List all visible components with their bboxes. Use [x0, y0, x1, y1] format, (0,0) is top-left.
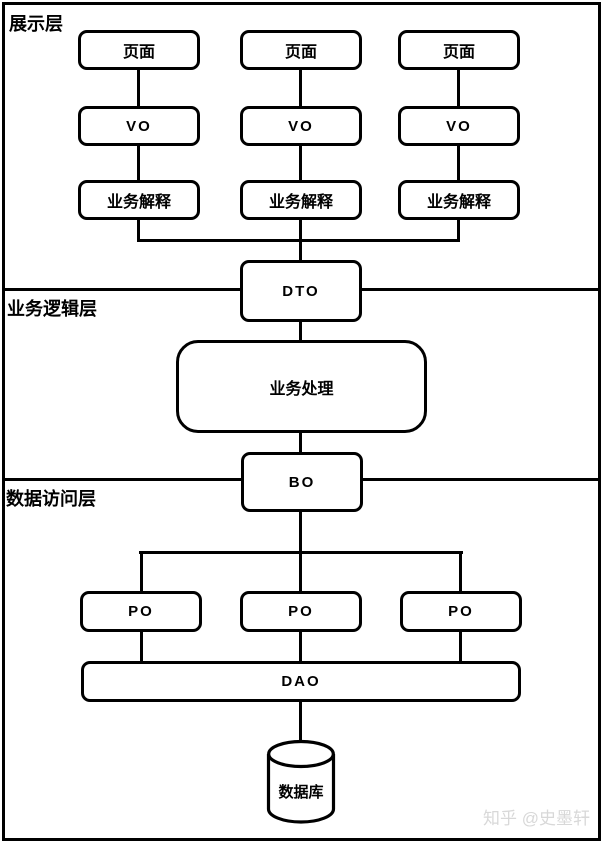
layer-label-business-logic: 业务逻辑层: [7, 299, 97, 319]
connector-po-dao-right: [459, 632, 462, 661]
connector-branch-po-left: [140, 551, 143, 591]
box-explain-1: 业务解释: [78, 180, 200, 220]
layer-label-data-access: 数据访问层: [6, 489, 96, 509]
connector-explain-merge-2: [299, 220, 302, 242]
box-po-1: PO: [80, 591, 202, 632]
connector-merge-bus-top: [137, 239, 460, 242]
connector-po-dao-left: [140, 632, 143, 661]
box-page-3: 页面: [398, 30, 520, 70]
connector-vo-explain-2: [299, 146, 302, 180]
box-page-1: 页面: [78, 30, 200, 70]
box-vo-1: VO: [78, 106, 200, 146]
layer-label-presentation: 展示层: [9, 14, 63, 34]
connector-branch-po-right: [459, 551, 462, 591]
box-bo: BO: [241, 452, 363, 512]
box-dto: DTO: [240, 260, 362, 322]
connector-page-vo-1: [137, 70, 140, 106]
box-po-2: PO: [240, 591, 362, 632]
database-cylinder-icon: [266, 739, 336, 824]
database-label: 数据库: [278, 784, 324, 801]
connector-po-dao-center: [299, 632, 302, 661]
connector-page-vo-2: [299, 70, 302, 106]
connector-page-vo-3: [457, 70, 460, 106]
connector-branch-bus: [139, 551, 463, 554]
box-vo-3: VO: [398, 106, 520, 146]
box-explain-3: 业务解释: [398, 180, 520, 220]
box-po-3: PO: [400, 591, 522, 632]
box-vo-2: VO: [240, 106, 362, 146]
box-explain-2: 业务解释: [240, 180, 362, 220]
connector-process-bo: [299, 433, 302, 452]
box-business-process: 业务处理: [176, 340, 427, 433]
box-dao: DAO: [81, 661, 521, 702]
connector-explain-merge-3: [457, 220, 460, 242]
connector-dto-process: [299, 322, 302, 341]
connector-vo-explain-1: [137, 146, 140, 180]
connector-explain-merge-1: [137, 220, 140, 242]
connector-dao-database: [299, 702, 302, 741]
connector-merge-dto: [299, 239, 302, 260]
watermark-text: 知乎 @史墨轩: [483, 809, 590, 828]
connector-vo-explain-3: [457, 146, 460, 180]
box-page-2: 页面: [240, 30, 362, 70]
